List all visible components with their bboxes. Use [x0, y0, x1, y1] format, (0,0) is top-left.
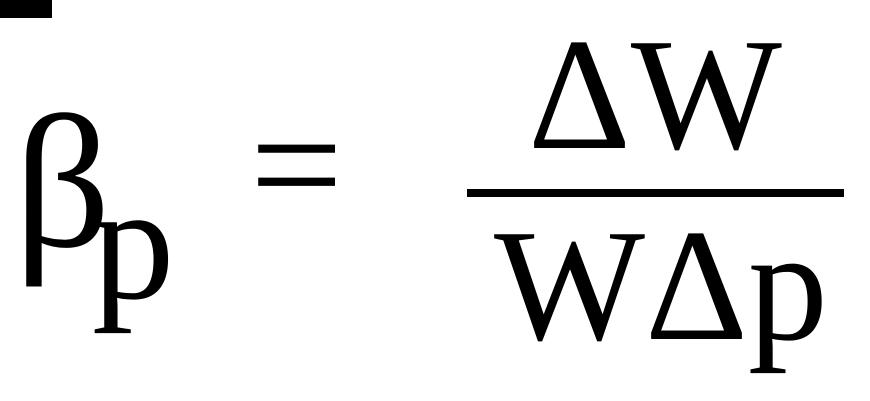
fraction-denominator: WΔp	[494, 196, 828, 374]
fraction-numerator: ΔW	[528, 5, 782, 183]
fraction-bar	[467, 189, 844, 197]
minus-sign	[0, 0, 52, 18]
formula: β p = ΔW WΔp	[0, 0, 870, 365]
equals-sign: =	[250, 73, 344, 256]
beta-symbol: β	[14, 78, 111, 288]
subscript-p: p	[92, 151, 175, 334]
